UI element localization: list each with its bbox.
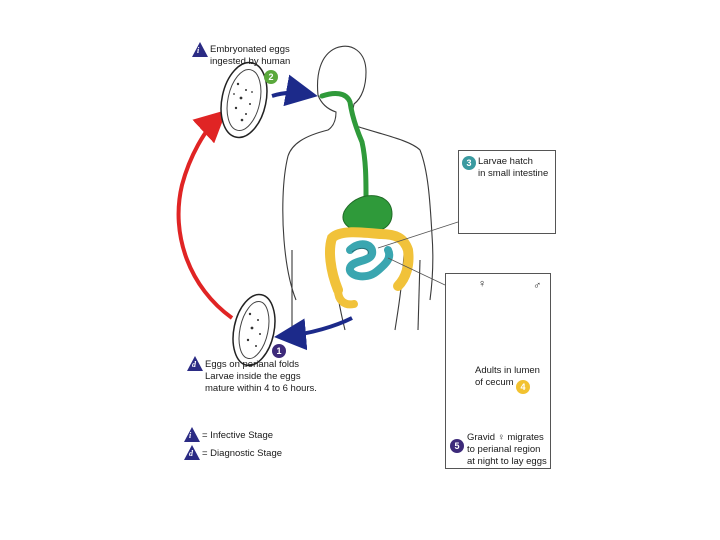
step-1-number: 1 — [272, 344, 286, 358]
male-symbol: ♂ — [533, 280, 542, 292]
legend-letter: i — [189, 431, 192, 440]
step-4-label: Adults in lumen of cecum — [475, 365, 540, 389]
arrow-deposition — [274, 316, 353, 351]
stage-letter: i — [197, 46, 200, 55]
step-3-line: Larvae hatch — [478, 156, 533, 167]
arrow-reinfection — [176, 109, 234, 320]
step-5-label: Gravid ♀ migrates to perianal region at … — [467, 432, 547, 468]
step-1-label: Eggs on perianal folds Larvae inside the… — [205, 359, 317, 395]
step-4-line: Adults in lumen — [475, 365, 540, 376]
step-5-line: Gravid ♀ migrates — [467, 432, 544, 443]
step-2-line: Embryonated eggs — [210, 44, 290, 55]
step-4-number: 4 — [516, 380, 530, 394]
legend-diagnostic-text: = Diagnostic Stage — [202, 448, 283, 459]
leader-line-small-intestine — [377, 221, 459, 249]
step-3-number: 3 — [462, 156, 476, 170]
step-2-line: ingested by human — [210, 56, 291, 67]
embryonated-egg — [220, 61, 268, 139]
step-4-5-panel — [445, 273, 551, 469]
step-2-label: Embryonated eggs ingested by human — [210, 44, 290, 68]
legend-letter: d — [189, 449, 193, 458]
step-5-line: at night to lay eggs — [467, 456, 547, 467]
large-intestine — [325, 227, 414, 295]
arrow-ingestion — [271, 74, 318, 107]
infective-stage-marker: i — [192, 42, 208, 57]
step-2-number: 2 — [264, 70, 278, 84]
legend-infective-marker: i — [184, 427, 200, 442]
step-3-line: in small intestine — [478, 168, 549, 179]
step-5-number: 5 — [450, 439, 464, 453]
step-3-label: Larvae hatch in small intestine — [478, 156, 548, 180]
legend-infective-text: = Infective Stage — [202, 430, 274, 441]
step-1-line: mature within 4 to 6 hours. — [205, 383, 317, 394]
leader-line-cecum — [387, 257, 446, 286]
step-1-line: Larvae inside the eggs — [205, 371, 301, 382]
step-4-line: of cecum — [475, 377, 514, 388]
esophagus-and-stomach — [319, 91, 393, 233]
human-body-outline — [282, 45, 434, 331]
diagnostic-stage-marker: d — [187, 356, 203, 371]
step-1-line: Eggs on perianal folds — [205, 359, 300, 370]
egg-perianal — [232, 293, 276, 367]
stage-letter: d — [192, 360, 196, 369]
legend-diagnostic-marker: d — [184, 445, 200, 460]
female-symbol: ♀ — [478, 278, 487, 290]
small-intestine — [345, 240, 394, 281]
step-5-line: to perianal region — [467, 444, 541, 455]
